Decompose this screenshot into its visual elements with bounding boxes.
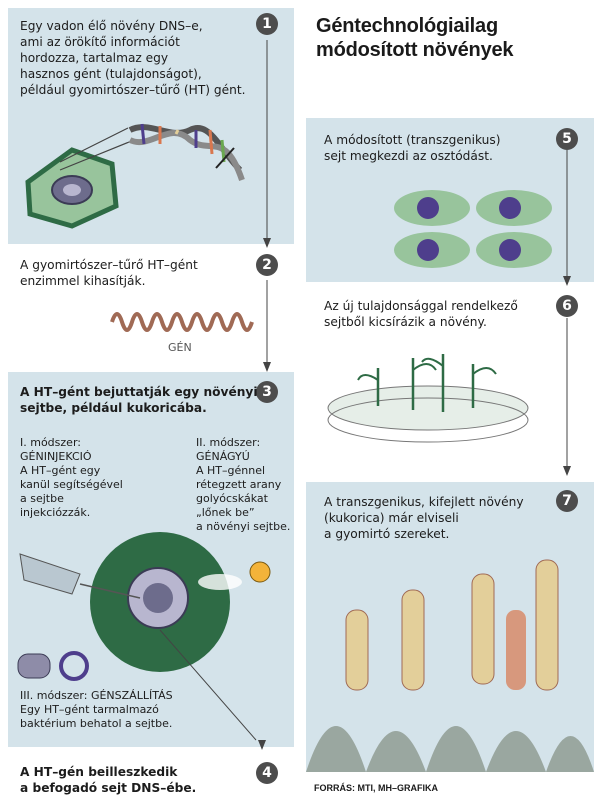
- step-2-text: A gyomirtószer–tűrő HT–gént enzimmel kih…: [20, 258, 198, 288]
- bacterium-illustration: [17, 651, 89, 681]
- step-7-text: A transzgenikus, kifejlett növény (kukor…: [324, 495, 524, 541]
- flow-arrow-5: [563, 150, 571, 286]
- step-1-text: Egy vadon élő növény DNS–e, ami az örökí…: [20, 19, 246, 97]
- corn-field-illustration: [306, 559, 594, 772]
- flow-arrow-3: [258, 740, 266, 750]
- flow-arrow-2: [263, 280, 271, 372]
- step-3-text: A HT–gént bejuttatják egy növényi sejtbe…: [20, 385, 258, 415]
- page-title: Géntechnológiailag módosított növények: [316, 15, 514, 61]
- step-4-badge: 4: [256, 762, 278, 784]
- source-credit: FORRÁS: MTI, MH–GRAFIKA: [314, 783, 438, 793]
- method-1-text: I. módszer: GÉNINJEKCIÓ A HT–gént egy ka…: [20, 436, 123, 519]
- step-7-badge: 7: [556, 490, 578, 512]
- gene-label: GÉN: [168, 341, 192, 354]
- flow-arrow-6: [563, 318, 571, 476]
- method-2-text: II. módszer: GÉNÁGYÚ A HT–génnel rétegze…: [196, 436, 291, 533]
- step-2-badge: 2: [256, 254, 278, 276]
- method-3-text: III. módszer: GÉNSZÁLLÍTÁS Egy HT–gént t…: [20, 689, 173, 730]
- step-1-badge: 1: [256, 13, 278, 35]
- petri-dish-seedlings-illustration: [327, 354, 529, 443]
- cell-injection-illustration: [19, 532, 271, 741]
- step-3-badge: 3: [256, 381, 278, 403]
- step-6-badge: 6: [556, 295, 578, 317]
- step-5-badge: 5: [556, 128, 578, 150]
- step-6-text: Az új tulajdonsággal rendelkező sejtből …: [324, 299, 518, 329]
- flow-arrow-1: [263, 40, 271, 248]
- dividing-cells-illustration: [394, 190, 552, 268]
- step-4-text: A HT–gén beilleszkedik a befogadó sejt D…: [20, 765, 197, 795]
- step-5-text: A módosított (transzgenikus) sejt megkez…: [324, 133, 501, 163]
- plant-cell-dna-illustration: [25, 123, 245, 229]
- gene-coil-illustration: [110, 312, 254, 332]
